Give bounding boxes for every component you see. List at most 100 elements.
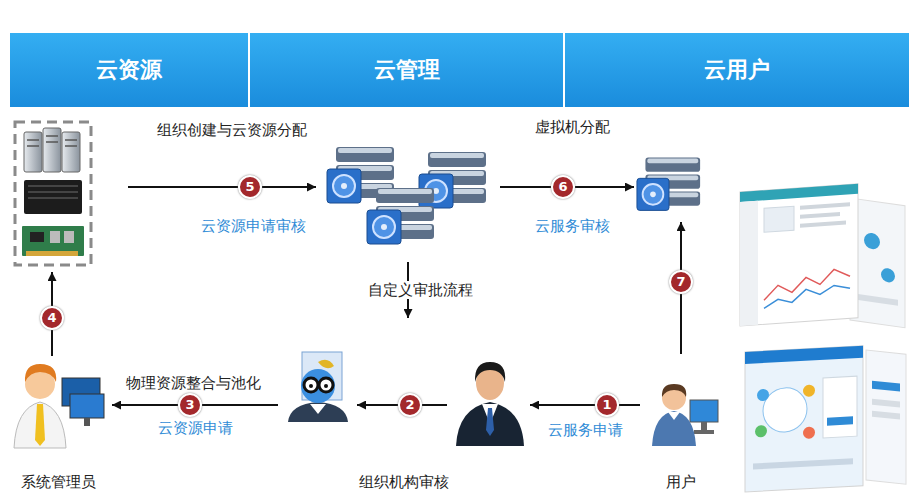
app-screenshot (740, 184, 858, 202)
flow-arrow (530, 404, 640, 406)
vm-server (637, 158, 700, 211)
annotation-text: 自定义审批流程 (365, 281, 476, 299)
user-figure (652, 384, 718, 446)
server-cluster (64, 231, 74, 243)
actor-node: 系统管理员 (5, 360, 112, 495)
app-screenshot (740, 184, 858, 326)
admin-figure (35, 404, 45, 446)
app-screenshot (800, 212, 840, 219)
reviewer-figure (304, 378, 318, 392)
app-screenshot (755, 425, 767, 438)
flow-arrow (128, 186, 316, 188)
reviewer-figure (319, 378, 333, 392)
app-screenshot (763, 387, 807, 433)
server-cluster (22, 226, 84, 256)
app-screenshot (881, 267, 895, 283)
user-figure (701, 422, 707, 430)
server-cluster (26, 251, 78, 256)
storage-servers (327, 147, 486, 244)
reviewer-figure (324, 384, 328, 388)
app-screenshot (866, 350, 906, 484)
annotation-text: 虚拟机分配 (535, 118, 610, 136)
app-screenshot (864, 232, 880, 250)
node-label: 系统管理员 (21, 473, 96, 492)
app-screenshot (803, 426, 815, 439)
server-cluster (15, 122, 91, 265)
flow-arrow (52, 187, 681, 405)
manager-figure (475, 362, 505, 382)
app-screenshot (866, 350, 906, 484)
band-title: 云用户 (704, 55, 770, 85)
user-figure (652, 411, 696, 446)
app-screenshot (823, 376, 857, 438)
vm-server (637, 158, 700, 211)
app-screenshot (764, 206, 794, 232)
annotation-text: 组织创建与云资源分配 (157, 121, 307, 139)
app-screenshot (800, 221, 846, 228)
server-cluster (30, 232, 44, 242)
actor-node: 用户 (640, 378, 722, 495)
callout-number: 1 (595, 393, 619, 417)
manager-figure (456, 402, 524, 446)
app-screenshot (872, 381, 900, 392)
user-figure (690, 400, 718, 422)
app-screenshot (740, 201, 758, 326)
admin-figure (14, 364, 104, 448)
server-cluster (28, 186, 78, 198)
edge-label: 云服务申请 (546, 421, 625, 440)
callout-number: 5 (238, 175, 262, 199)
header-band: 云用户 (565, 33, 909, 107)
server-cluster (27, 136, 77, 146)
user-figure (668, 412, 680, 420)
callout-number: 4 (40, 306, 64, 330)
app-screenshot (757, 389, 769, 402)
reviewer-figure (309, 384, 313, 388)
app-screenshot (764, 268, 850, 300)
admin-figure (70, 394, 104, 418)
reviewer-figure (301, 369, 335, 403)
admin-figure (84, 418, 90, 426)
storage-servers (367, 188, 434, 244)
server-cluster (15, 122, 91, 265)
reviewer-figure (310, 404, 326, 414)
annotation-text: 云资源申请审核 (201, 217, 306, 235)
band-title: 云管理 (374, 55, 440, 85)
app-screenshot (803, 384, 815, 397)
callout-number: 7 (669, 270, 693, 294)
node-label: 组织机构审核 (359, 473, 449, 492)
app-screenshot (858, 294, 898, 306)
server-cluster (24, 132, 42, 172)
header-band: 云管理 (250, 33, 563, 107)
actor-node: 组织机构审核 (278, 345, 530, 495)
annotation-text: 云服务审核 (535, 217, 610, 235)
user-figure (662, 384, 686, 397)
app-screenshot (745, 346, 863, 492)
node-label: 用户 (666, 473, 696, 492)
server-cluster (62, 132, 80, 172)
app-screenshot (740, 184, 906, 492)
app-screenshot (764, 284, 850, 308)
server-cluster (50, 231, 60, 243)
app-screenshot (740, 184, 858, 326)
app-screenshot (872, 399, 900, 408)
app-screenshot (827, 416, 853, 425)
admin-figure (25, 364, 56, 382)
app-screenshot (745, 346, 863, 364)
reviewer-figure (288, 352, 348, 422)
app-screenshot (800, 202, 850, 209)
callout-number: 6 (551, 175, 575, 199)
reviewer-figure (318, 360, 334, 369)
annotation-text: 物理资源整合与池化 (126, 374, 261, 392)
manager-figure (486, 408, 494, 436)
callout-number: 2 (398, 393, 422, 417)
band-title: 云资源 (96, 55, 162, 85)
app-screenshot (872, 411, 900, 420)
app-screenshot (745, 346, 863, 492)
edge-label: 云资源申请 (156, 419, 235, 438)
admin-figure (14, 402, 66, 448)
reviewer-figure (288, 402, 348, 422)
server-cluster (24, 180, 82, 214)
manager-figure (456, 362, 524, 446)
header-band: 云资源 (10, 33, 248, 107)
